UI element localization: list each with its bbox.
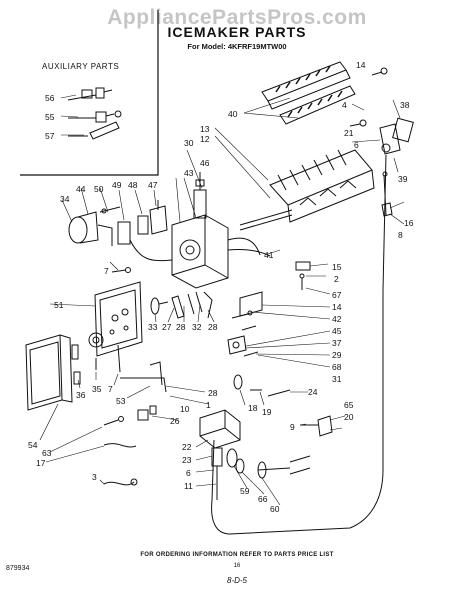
callout-50: 50 <box>94 184 104 194</box>
callout-4: 4 <box>342 100 347 110</box>
watermark: AppliancePartsPros.com <box>107 6 367 29</box>
aux-tube-57 <box>68 121 120 140</box>
callout-2: 2 <box>334 274 339 284</box>
callout-14-lower: 14 <box>332 302 342 312</box>
callout-51: 51 <box>54 300 64 310</box>
callout-numbers: 56 55 57 14 40 38 13 12 4 21 6 30 46 43 … <box>28 60 414 514</box>
callout-68: 68 <box>332 362 342 372</box>
aux-fitting-55 <box>68 110 122 123</box>
callout-13: 13 <box>200 124 210 134</box>
aux-fitting-56 <box>67 87 113 101</box>
callout-30: 30 <box>184 138 194 148</box>
callout-23: 23 <box>182 455 192 465</box>
callout-28-upper: 28 <box>176 322 186 332</box>
callout-38: 38 <box>400 100 410 110</box>
callout-66: 66 <box>258 494 268 504</box>
callout-39: 39 <box>398 174 408 184</box>
callout-28-lower: 28 <box>208 388 218 398</box>
callout-19: 19 <box>262 407 272 417</box>
callout-29: 29 <box>332 350 342 360</box>
water-valve <box>199 409 241 449</box>
callout-53: 53 <box>116 396 126 406</box>
callout-34: 34 <box>60 194 70 204</box>
handwritten-date: 8-D-5 <box>227 576 248 585</box>
callout-37: 37 <box>332 338 342 348</box>
callout-7-lower: 7 <box>108 384 113 394</box>
callout-54: 54 <box>28 440 38 450</box>
callout-11: 11 <box>184 481 193 491</box>
ordering-info-note: FOR ORDERING INFORMATION REFER TO PARTS … <box>140 552 334 558</box>
callout-17: 17 <box>36 458 46 468</box>
callout-21: 21 <box>344 128 354 138</box>
page-title: ICEMAKER PARTS <box>167 24 307 40</box>
callout-24: 24 <box>308 387 318 397</box>
callout-12: 12 <box>200 134 210 144</box>
callout-63: 63 <box>42 448 52 458</box>
callout-57: 57 <box>45 131 55 141</box>
callout-59: 59 <box>240 486 250 496</box>
callout-15: 15 <box>332 262 342 272</box>
document-number: 879934 <box>6 565 30 572</box>
page-subtitle: For Model: 4KFRF19MTW00 <box>187 42 287 51</box>
callout-65: 65 <box>344 400 354 410</box>
callout-47: 47 <box>148 180 158 190</box>
callout-9: 9 <box>290 422 295 432</box>
callout-44: 44 <box>76 184 86 194</box>
callout-67: 67 <box>332 290 342 300</box>
callout-3: 3 <box>92 472 97 482</box>
callout-55: 55 <box>45 112 55 122</box>
callout-46: 46 <box>200 158 210 168</box>
callout-16: 16 <box>404 218 414 228</box>
callout-20: 20 <box>344 412 354 422</box>
callout-41: 41 <box>264 250 274 260</box>
callout-56: 56 <box>45 93 55 103</box>
callout-6: 6 <box>354 140 359 150</box>
callout-33: 33 <box>148 322 158 332</box>
callout-31: 31 <box>332 374 342 384</box>
callout-1: 1 <box>206 400 211 410</box>
callout-28: 28 <box>208 322 218 332</box>
ejector-arm-top <box>261 61 347 102</box>
callout-18: 18 <box>248 403 258 413</box>
callout-36: 36 <box>76 390 86 400</box>
callout-27: 27 <box>162 322 172 332</box>
callout-8: 8 <box>398 230 403 240</box>
control-board <box>94 281 143 357</box>
callout-49: 49 <box>112 180 122 190</box>
callout-32: 32 <box>192 322 202 332</box>
callout-14: 14 <box>356 60 366 70</box>
ice-mold <box>269 149 373 206</box>
callout-42: 42 <box>332 314 342 324</box>
auxiliary-parts-label: AUXILIARY PARTS <box>42 62 120 71</box>
callout-22: 22 <box>182 442 192 452</box>
callout-6-lower: 6 <box>186 468 191 478</box>
callout-60: 60 <box>270 504 280 514</box>
callout-10: 10 <box>180 404 190 414</box>
callout-40: 40 <box>228 109 238 119</box>
callout-48: 48 <box>128 180 138 190</box>
callout-26: 26 <box>170 416 180 426</box>
page-number: 16 <box>233 563 241 569</box>
callout-7: 7 <box>104 266 109 276</box>
callout-43: 43 <box>184 168 194 178</box>
callout-45: 45 <box>332 326 342 336</box>
callout-35: 35 <box>92 384 102 394</box>
